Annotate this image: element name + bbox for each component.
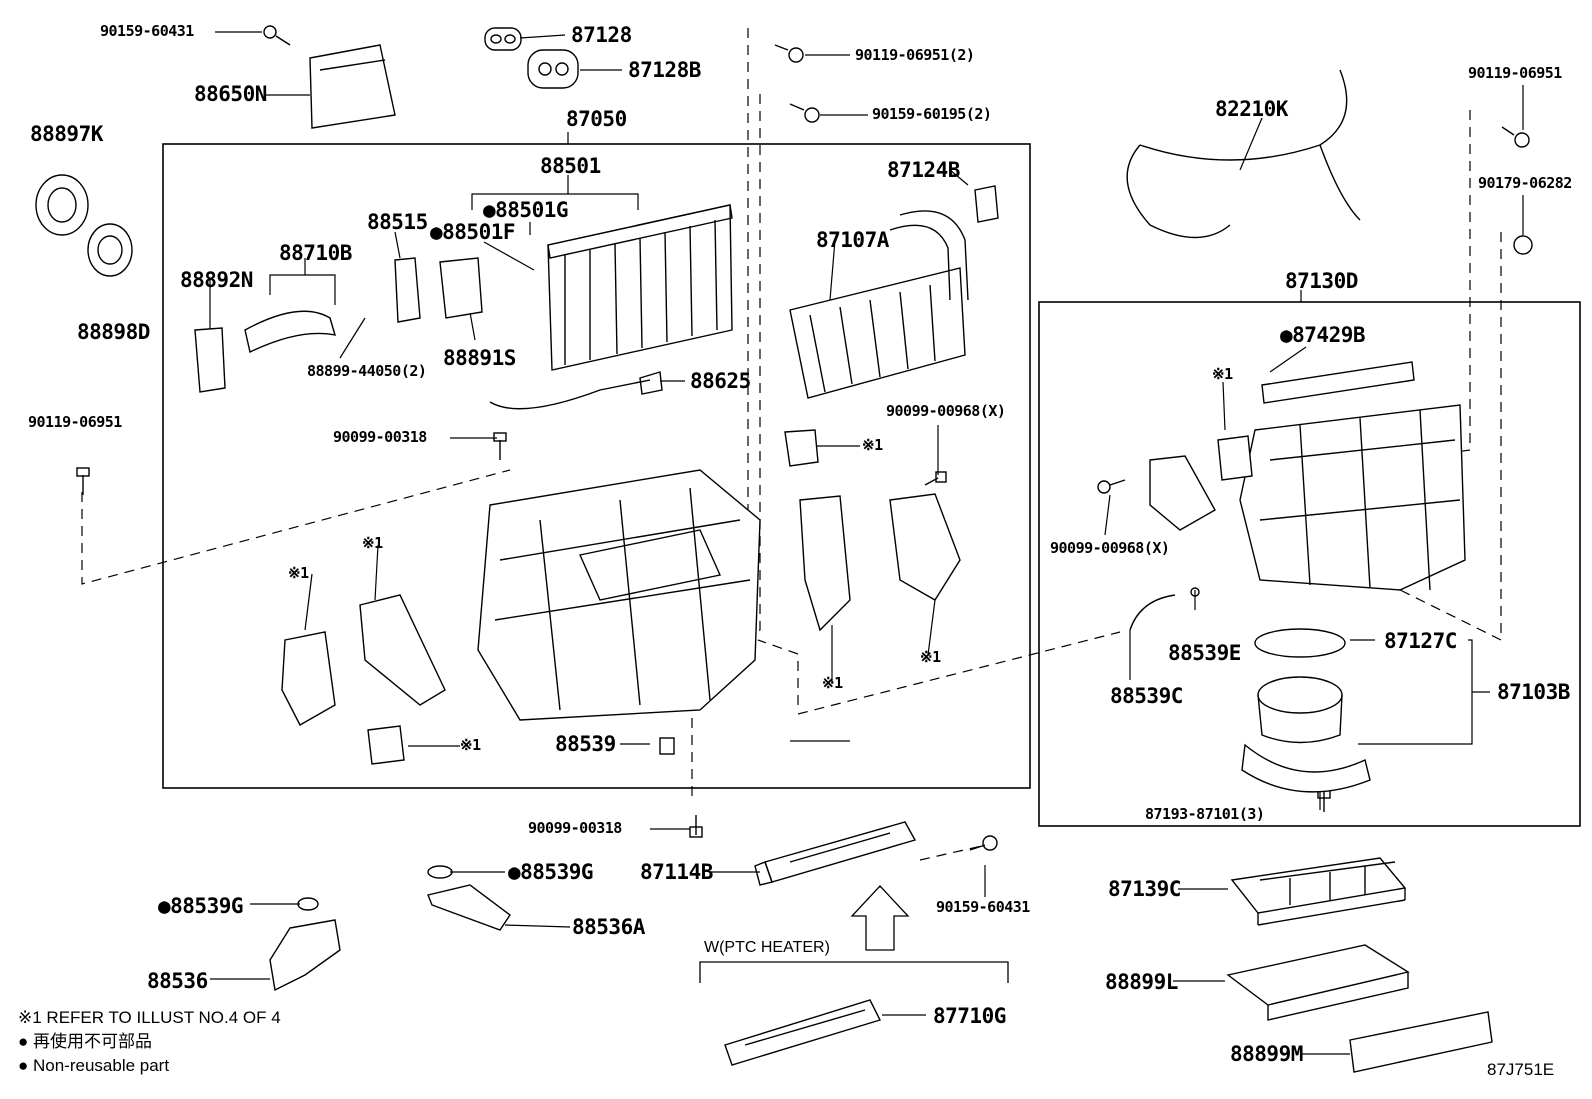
part-label-88501: 88501	[540, 154, 601, 178]
part-label-90099-00318-a: 90099-00318	[333, 428, 427, 446]
part-label-88536: 88536	[147, 969, 208, 993]
leader-lines	[209, 31, 1524, 1055]
part-label-87128B: 87128B	[628, 58, 701, 82]
ref-mark: ※1	[822, 674, 843, 692]
part-label-90179-06282: 90179-06282	[1478, 174, 1572, 192]
ref-mark: ※1	[862, 436, 883, 454]
part-label-87130D: 87130D	[1285, 269, 1358, 293]
part-sketches	[35, 25, 1533, 1073]
part-label-88539G-b: ●88539G	[158, 894, 244, 918]
part-label-88501G: ●88501G	[483, 198, 569, 222]
assembly-box-87050	[162, 143, 1031, 789]
part-label-88539: 88539	[555, 732, 616, 756]
part-label-87429B: ●87429B	[1280, 323, 1366, 347]
footnote-non-reusable-en: ● Non-reusable part	[18, 1056, 170, 1075]
ref-mark: ※1	[288, 564, 309, 582]
part-label-87128: 87128	[571, 23, 632, 47]
part-label-88898D: 88898D	[77, 320, 150, 344]
part-label-87050: 87050	[566, 107, 627, 131]
part-label-90099-00968-b: 90099-00968(X)	[1050, 539, 1170, 557]
footnote-non-reusable-jp: ● 再使用不可部品	[18, 1032, 152, 1051]
part-label-88710B: 88710B	[279, 241, 352, 265]
part-label-90119-06951-left: 90119-06951	[28, 413, 122, 431]
part-label-87124B: 87124B	[887, 158, 960, 182]
part-label-88891S: 88891S	[443, 346, 516, 370]
part-label-87103B: 87103B	[1497, 680, 1570, 704]
part-label-88539G-a: ●88539G	[508, 860, 594, 884]
part-label-88515: 88515	[367, 210, 428, 234]
ptc-heater-label: W(PTC HEATER)	[704, 939, 830, 956]
ref-mark: ※1	[362, 534, 383, 552]
part-label-87193-87101: 87193-87101(3)	[1145, 805, 1265, 823]
part-label-88539E: 88539E	[1168, 641, 1241, 665]
part-label-87107A: 87107A	[816, 228, 889, 252]
part-label-87710G: 87710G	[933, 1004, 1006, 1028]
part-label-90159-60431: 90159-60431	[100, 22, 194, 40]
part-label-88536A: 88536A	[572, 915, 645, 939]
part-label-88899-44050: 88899-44050(2)	[307, 362, 427, 380]
part-label-90159-60195-2: 90159-60195(2)	[872, 105, 992, 123]
part-label-88501F: ●88501F	[430, 220, 516, 244]
part-label-88892N: 88892N	[180, 268, 253, 292]
part-label-87114B: 87114B	[640, 860, 713, 884]
part-label-87127C: 87127C	[1384, 629, 1457, 653]
ref-mark: ※1	[460, 736, 481, 754]
part-label-88899L: 88899L	[1105, 970, 1178, 994]
footnote-reference: ※1 REFER TO ILLUST NO.4 OF 4	[18, 1008, 281, 1027]
figure-id: 87J751E	[1487, 1060, 1555, 1079]
part-label-87139C: 87139C	[1108, 877, 1181, 901]
part-label-88650N: 88650N	[194, 82, 267, 106]
part-label-88897K: 88897K	[30, 122, 103, 146]
ref-mark: ※1	[920, 648, 941, 666]
part-label-90119-06951-right: 90119-06951	[1468, 64, 1562, 82]
part-label-88625: 88625	[690, 369, 751, 393]
part-label-82210K: 82210K	[1215, 97, 1288, 121]
part-label-88899M: 88899M	[1230, 1042, 1303, 1066]
part-label-90099-00968-a: 90099-00968(X)	[886, 402, 1006, 420]
part-label-88539C: 88539C	[1110, 684, 1183, 708]
assembly-box-87130D	[1038, 301, 1581, 827]
part-label-90099-00318-b: 90099-00318	[528, 819, 622, 837]
up-arrow	[850, 885, 910, 951]
ptc-bracket	[699, 961, 1009, 983]
part-label-90159-60431-b: 90159-60431	[936, 898, 1030, 916]
part-label-90119-06951-2: 90119-06951(2)	[855, 46, 975, 64]
ref-mark: ※1	[1212, 365, 1233, 383]
